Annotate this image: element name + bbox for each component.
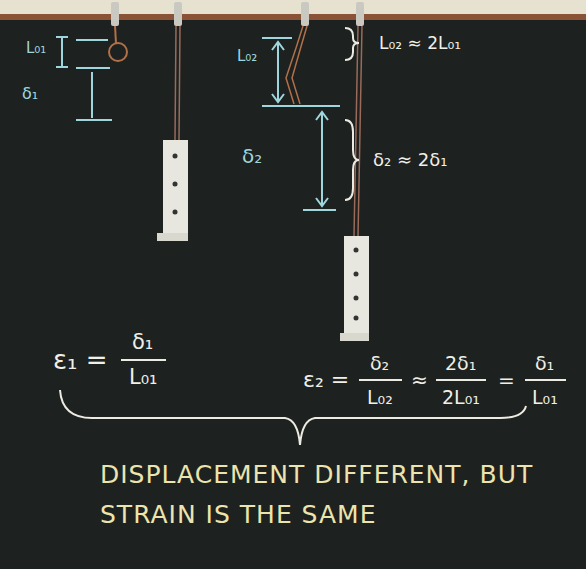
brace bbox=[345, 28, 359, 60]
bracket-hole bbox=[173, 154, 178, 159]
relation-note: L₀₂ ≈ 2L₀₁ bbox=[379, 34, 461, 53]
clip bbox=[356, 2, 364, 26]
bracket-hole bbox=[354, 316, 359, 321]
rubber-band bbox=[175, 26, 180, 140]
clip bbox=[111, 2, 119, 26]
equation-term: = bbox=[498, 369, 515, 391]
clip bbox=[301, 2, 309, 26]
equation-term: δ₁ bbox=[535, 353, 554, 374]
metal-bracket bbox=[344, 236, 369, 336]
rubber-band bbox=[354, 26, 362, 236]
dimension-label: δ₁ bbox=[22, 85, 38, 103]
metal-bracket-foot bbox=[340, 333, 369, 341]
equation-term: ε₁ = bbox=[53, 346, 108, 375]
equation-term: L₀₁ bbox=[532, 387, 558, 408]
dimension-line bbox=[262, 38, 340, 106]
brace bbox=[345, 120, 359, 200]
fraction-bar bbox=[359, 379, 402, 381]
bracket-hole bbox=[173, 210, 178, 215]
equation-term: ε₂ = bbox=[303, 368, 349, 392]
clip bbox=[174, 2, 182, 26]
equation-term: δ₂ bbox=[370, 353, 389, 374]
equation-term: L₀₂ bbox=[367, 387, 393, 408]
chalk-rail bbox=[0, 14, 586, 20]
rubber-band bbox=[115, 26, 116, 43]
metal-bracket-foot bbox=[157, 233, 188, 241]
equation-term: L₀₁ bbox=[129, 366, 158, 389]
metal-bracket bbox=[163, 140, 188, 236]
rubber-band-loop bbox=[109, 43, 127, 61]
bracket-hole bbox=[354, 248, 359, 253]
conclusion-note: DISPLACEMENT DIFFERENT, BUT STRAIN IS TH… bbox=[100, 455, 550, 535]
equation-term: ≈ bbox=[411, 369, 428, 391]
bracket-hole bbox=[354, 296, 359, 301]
dimension-line bbox=[303, 112, 336, 210]
equation-term: δ₁ bbox=[132, 331, 153, 354]
bracket-hole bbox=[354, 272, 359, 277]
dimension-label: L₀₂ bbox=[237, 48, 257, 65]
fraction-bar bbox=[525, 379, 566, 381]
dimension-label: L₀₁ bbox=[26, 40, 46, 57]
fraction-bar bbox=[121, 359, 166, 361]
equation-term: 2L₀₁ bbox=[442, 387, 480, 408]
equation-term: 2δ₁ bbox=[445, 353, 476, 374]
dimension-line bbox=[56, 37, 68, 67]
dimension-label: δ₂ bbox=[242, 145, 262, 167]
dimension-line bbox=[76, 40, 112, 120]
fraction-bar bbox=[436, 379, 486, 381]
wall-strip bbox=[0, 0, 586, 14]
relation-note: δ₂ ≈ 2δ₁ bbox=[373, 150, 447, 170]
bracket-hole bbox=[173, 182, 178, 187]
